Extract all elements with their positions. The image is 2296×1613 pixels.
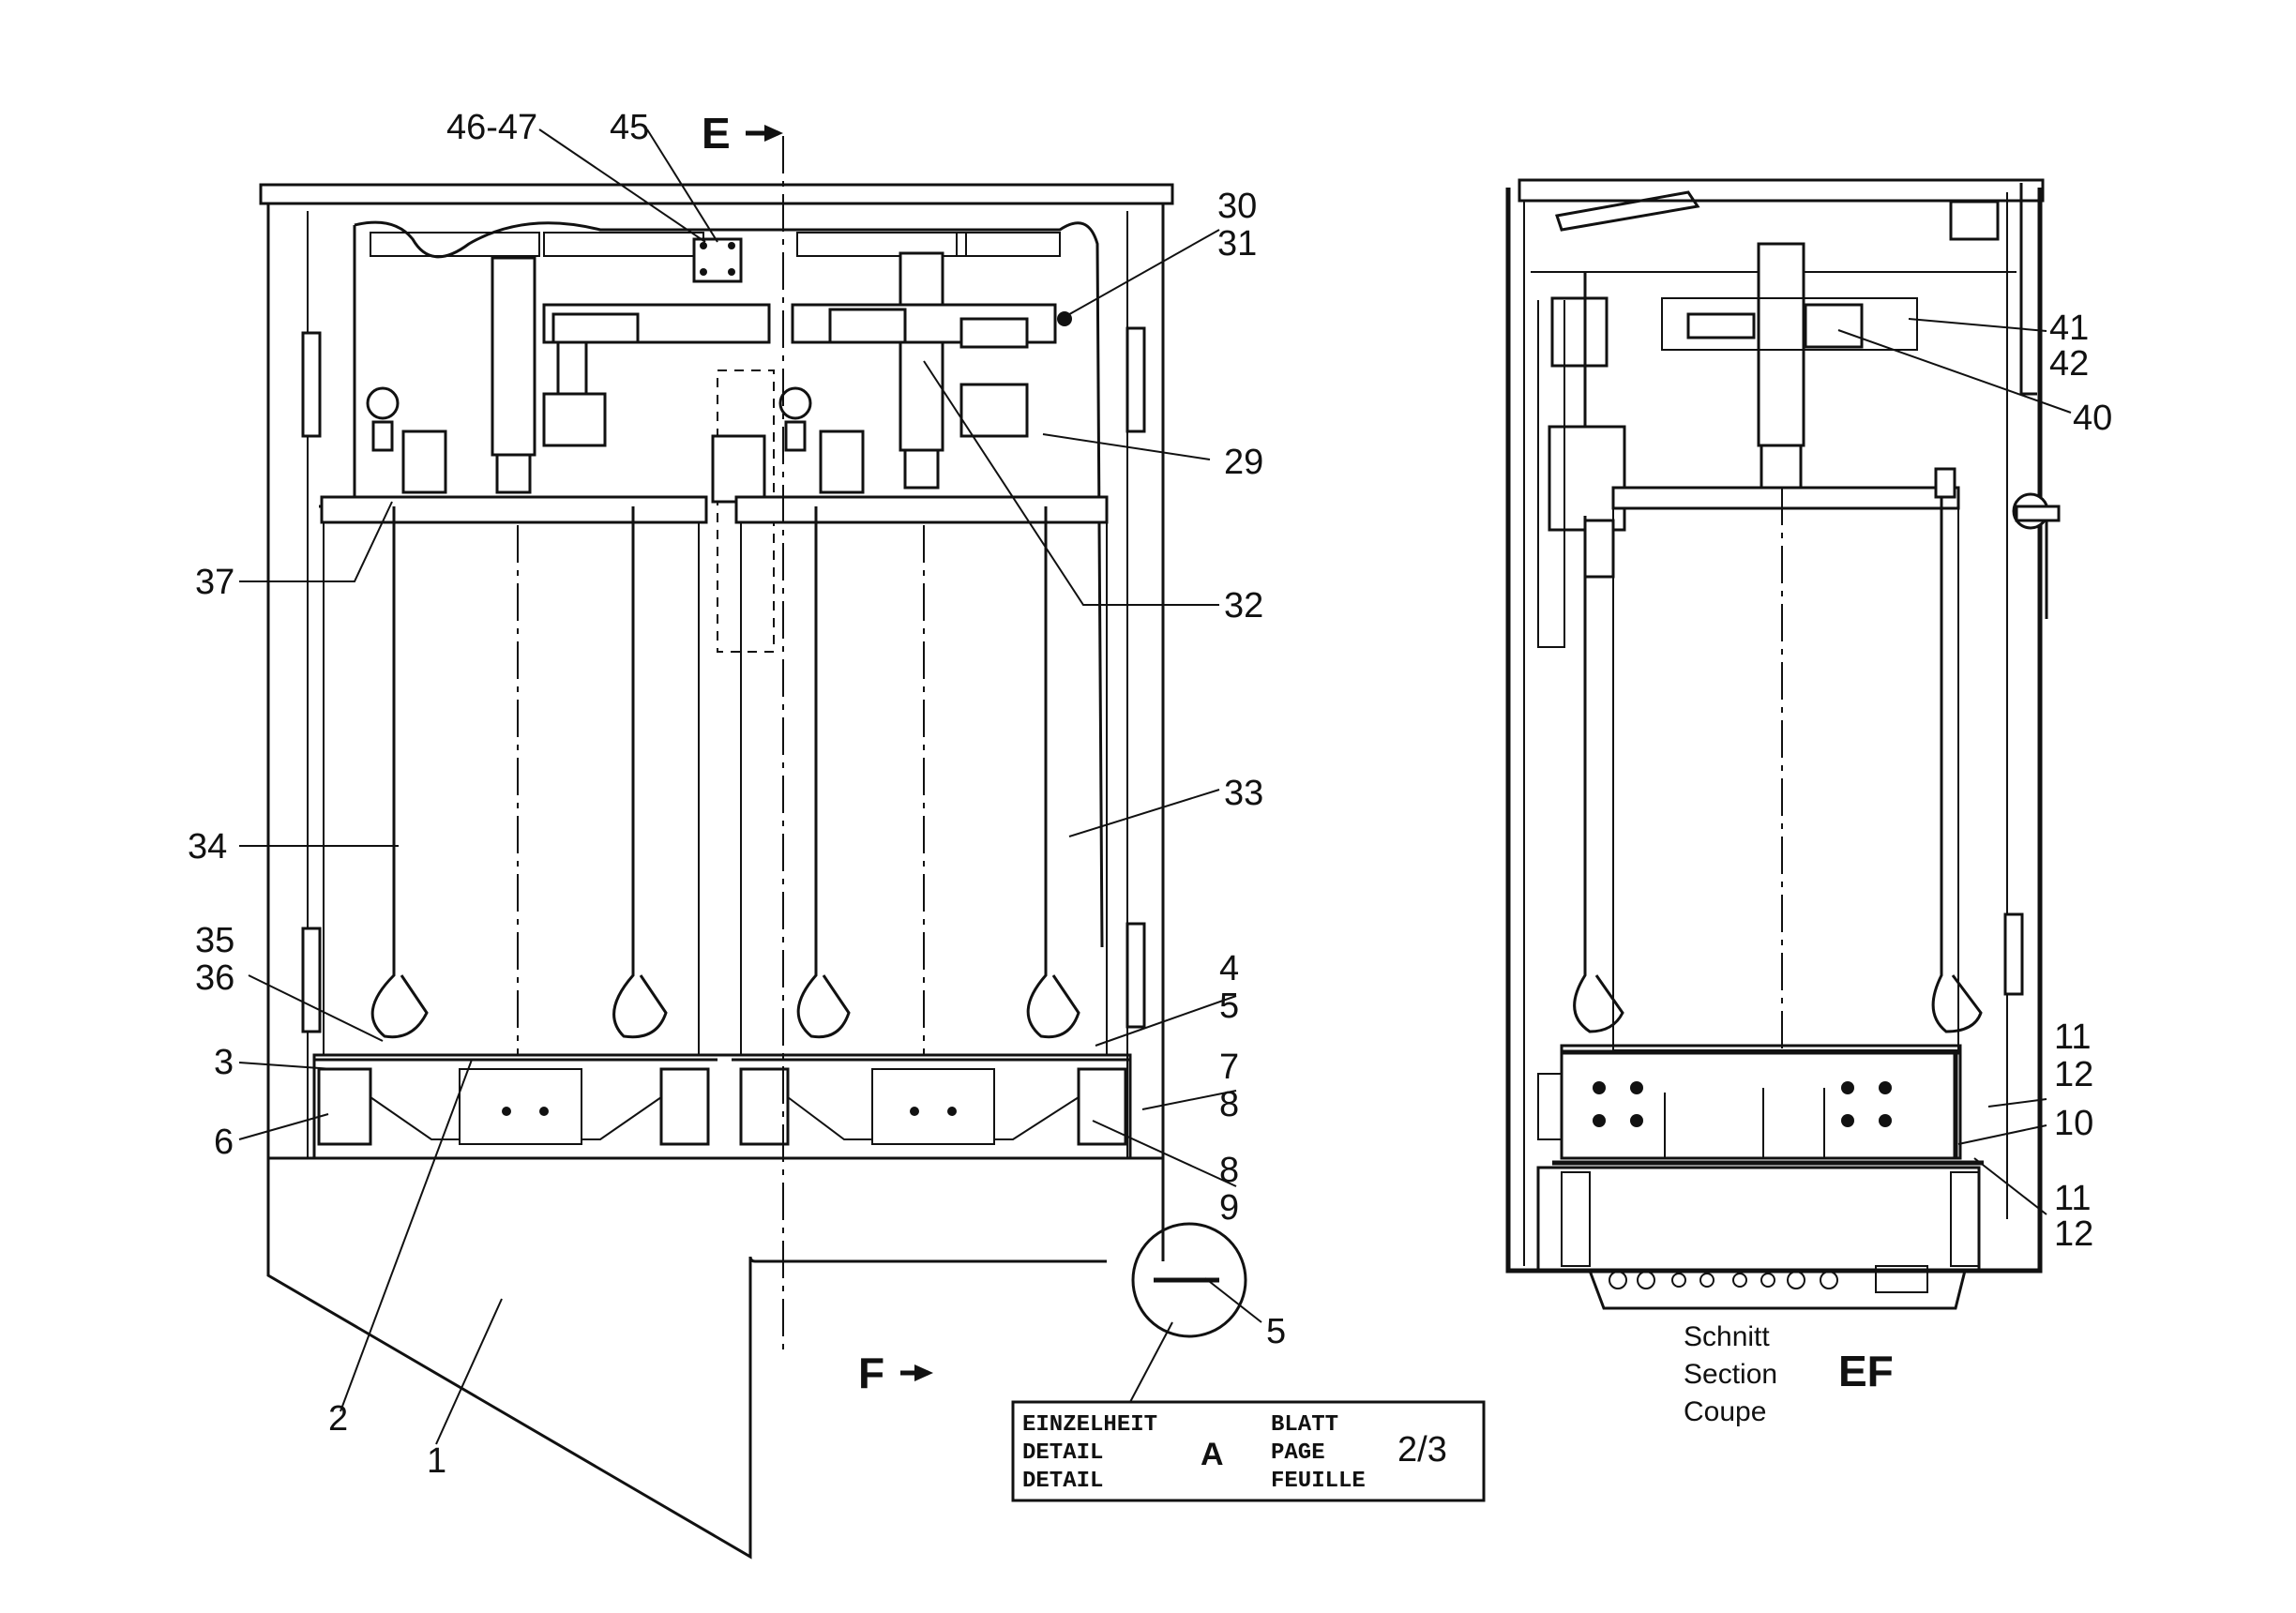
detail-fr: DETAIL xyxy=(1022,1469,1103,1494)
callout-7: 7 xyxy=(1219,1048,1239,1087)
caption-ef: EF xyxy=(1838,1347,1894,1395)
callout-34: 34 xyxy=(188,827,227,867)
caption-schnitt: Schnitt xyxy=(1684,1321,1770,1352)
section-view xyxy=(1505,178,2061,1310)
page-label: PAGE xyxy=(1271,1440,1325,1466)
callout-2: 2 xyxy=(328,1399,348,1439)
callout-30: 30 xyxy=(1217,187,1257,226)
callout-3: 3 xyxy=(214,1043,234,1082)
callout-8-lower: 8 xyxy=(1219,1151,1239,1190)
callout-37: 37 xyxy=(195,563,234,602)
front-view xyxy=(259,136,1247,1560)
callout-5-lower: 5 xyxy=(1266,1312,1286,1351)
detail-einzelheit: EINZELHEIT xyxy=(1022,1412,1157,1438)
detail-en: DETAIL xyxy=(1022,1440,1103,1466)
callout-32: 32 xyxy=(1224,586,1263,626)
section-mark-f: F xyxy=(858,1349,884,1397)
callout-42: 42 xyxy=(2049,344,2089,384)
detail-letter: A xyxy=(1201,1437,1224,1472)
callout-36: 36 xyxy=(195,958,234,998)
callout-6: 6 xyxy=(214,1123,234,1162)
callout-31: 31 xyxy=(1217,224,1257,264)
callout-8-upper: 8 xyxy=(1219,1085,1239,1124)
callout-40: 40 xyxy=(2073,399,2112,438)
callout-41: 41 xyxy=(2049,309,2089,348)
feuille-label: FEUILLE xyxy=(1271,1469,1366,1494)
callout-46-47: 46-47 xyxy=(446,108,537,147)
callout-4: 4 xyxy=(1219,949,1239,988)
section-mark-e: E xyxy=(702,109,731,158)
callout-45: 45 xyxy=(610,108,649,147)
callout-11-upper: 11 xyxy=(2054,1018,2091,1057)
page-number: 2/3 xyxy=(1397,1430,1447,1470)
detail-reference-box: EINZELHEIT DETAIL DETAIL A BLATT PAGE FE… xyxy=(1011,1321,1486,1502)
section-caption: Schnitt Section Coupe EF xyxy=(1684,1321,1894,1427)
callout-33: 33 xyxy=(1224,774,1263,813)
callout-12-upper: 12 xyxy=(2054,1055,2093,1094)
callout-5-upper: 5 xyxy=(1219,987,1239,1026)
leader-lines xyxy=(238,125,2072,1445)
blatt-label: BLATT xyxy=(1271,1412,1338,1438)
callout-1: 1 xyxy=(427,1441,446,1481)
callout-9: 9 xyxy=(1219,1188,1239,1228)
callout-12-lower: 12 xyxy=(2054,1214,2093,1254)
callout-11-lower: 11 xyxy=(2054,1179,2091,1218)
callout-35: 35 xyxy=(195,921,234,960)
callout-labels: 46-47 45 30 31 29 32 37 33 34 35 36 4 5 … xyxy=(188,108,2112,1481)
callout-29: 29 xyxy=(1224,443,1263,482)
caption-section: Section xyxy=(1684,1359,1777,1390)
callout-10: 10 xyxy=(2054,1104,2093,1143)
caption-coupe: Coupe xyxy=(1684,1396,1766,1427)
